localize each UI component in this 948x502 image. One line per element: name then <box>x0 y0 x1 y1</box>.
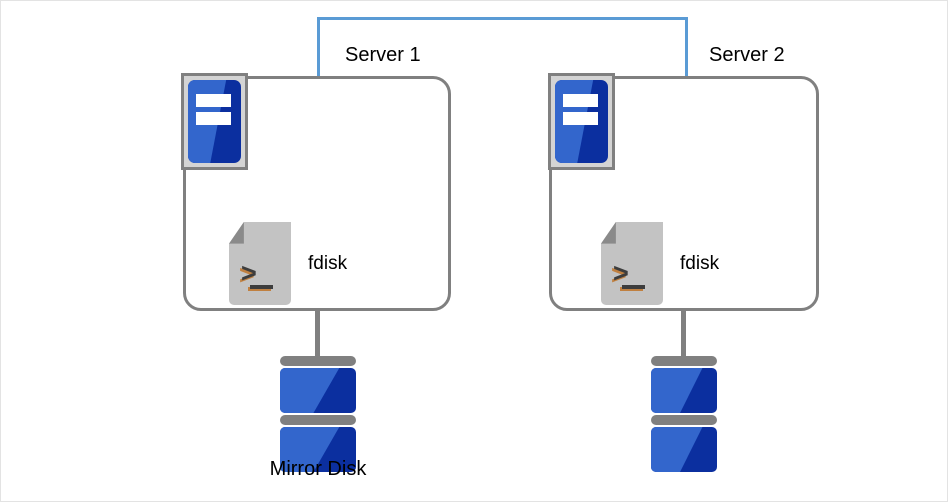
server1-server-machine-icon <box>181 73 248 170</box>
server2-disk-stack-icon[interactable] <box>651 356 717 474</box>
disk-platter-2 <box>651 427 717 472</box>
disk-platter-1 <box>280 368 356 413</box>
server-chassis <box>188 80 241 163</box>
disk-platter-1 <box>651 368 717 413</box>
server1-fdisk-terminal-icon: > <box>229 222 291 305</box>
server2-label: Server 2 <box>709 44 785 66</box>
server2-fdisk-label: fdisk <box>680 252 720 274</box>
fdisk-folded-corner <box>601 222 616 244</box>
server1-label: Server 1 <box>345 44 421 66</box>
server2-disk-connector <box>681 311 686 359</box>
fdisk-cursor <box>250 285 273 289</box>
server2-fdisk-group[interactable]: > fdisk <box>601 222 719 305</box>
server2-fdisk-terminal-icon: > <box>601 222 663 305</box>
server-slot-bar-2 <box>196 111 232 125</box>
server-slot-bar-2 <box>563 111 599 125</box>
server1-fdisk-label: fdisk <box>308 252 348 274</box>
mirror-disk-label: Mirror Disk <box>269 458 367 480</box>
disk-bar-top <box>651 356 717 366</box>
server-chassis <box>555 80 608 163</box>
server1-fdisk-group[interactable]: > fdisk <box>229 222 347 305</box>
server-slot-bar-1 <box>563 94 599 108</box>
network-interconnect-line <box>317 17 688 77</box>
fdisk-folded-corner <box>229 222 244 244</box>
server2-server-machine-icon <box>548 73 615 170</box>
server1-disk-stack-icon[interactable] <box>280 356 356 474</box>
server-slot-bar-1 <box>196 94 232 108</box>
disk-bar-middle <box>280 415 356 425</box>
server1-disk-connector <box>315 311 320 359</box>
fdisk-cursor <box>622 285 645 289</box>
disk-bar-middle <box>651 415 717 425</box>
fdisk-prompt-glyph: > <box>613 258 629 288</box>
disk-platter-2 <box>280 427 356 472</box>
disk-bar-top <box>280 356 356 366</box>
fdisk-prompt-glyph: > <box>241 258 257 288</box>
